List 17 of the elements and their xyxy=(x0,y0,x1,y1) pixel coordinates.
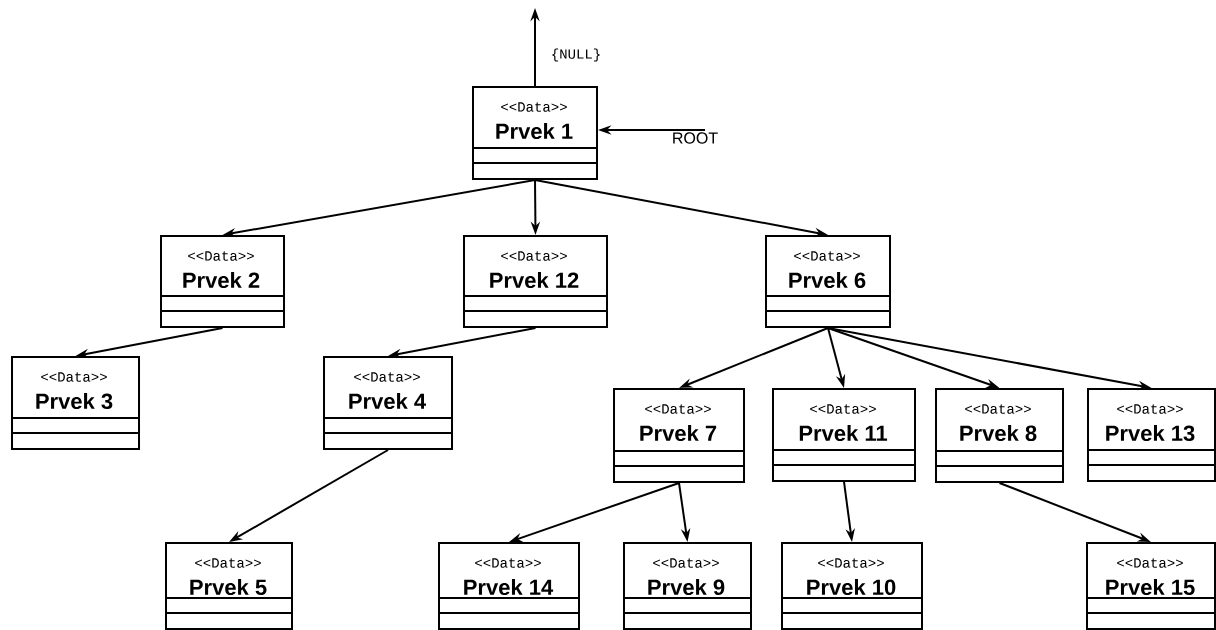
root-label: ROOT xyxy=(673,132,718,144)
class-box: <<Data>> Prvek 7 xyxy=(612,388,745,483)
class-box: <<Data>> Prvek 9 xyxy=(622,542,752,630)
class-box: <<Data>> Prvek 1 xyxy=(471,86,598,180)
class-box: <<Data>> Prvek 2 xyxy=(159,235,285,328)
class-box: <<Data>> Prvek 6 xyxy=(764,235,891,328)
class-box: <<Data>> Prvek 14 xyxy=(437,542,580,630)
class-box: <<Data>> Prvek 5 xyxy=(164,542,293,630)
class-box: <<Data>> Prvek 8 xyxy=(934,388,1064,483)
class-box: <<Data>> Prvek 10 xyxy=(780,542,923,630)
edge-label: {NULL} xyxy=(549,47,603,63)
class-box: <<Data>> Prvek 3 xyxy=(10,356,140,450)
class-box: <<Data>> Prvek 4 xyxy=(322,356,453,450)
class-box: <<Data>> Prvek 13 xyxy=(1086,388,1216,482)
class-box: <<Data>> Prvek 15 xyxy=(1085,542,1216,630)
class-box: <<Data>> Prvek 12 xyxy=(462,235,608,328)
class-box: <<Data>> Prvek 11 xyxy=(771,388,916,482)
